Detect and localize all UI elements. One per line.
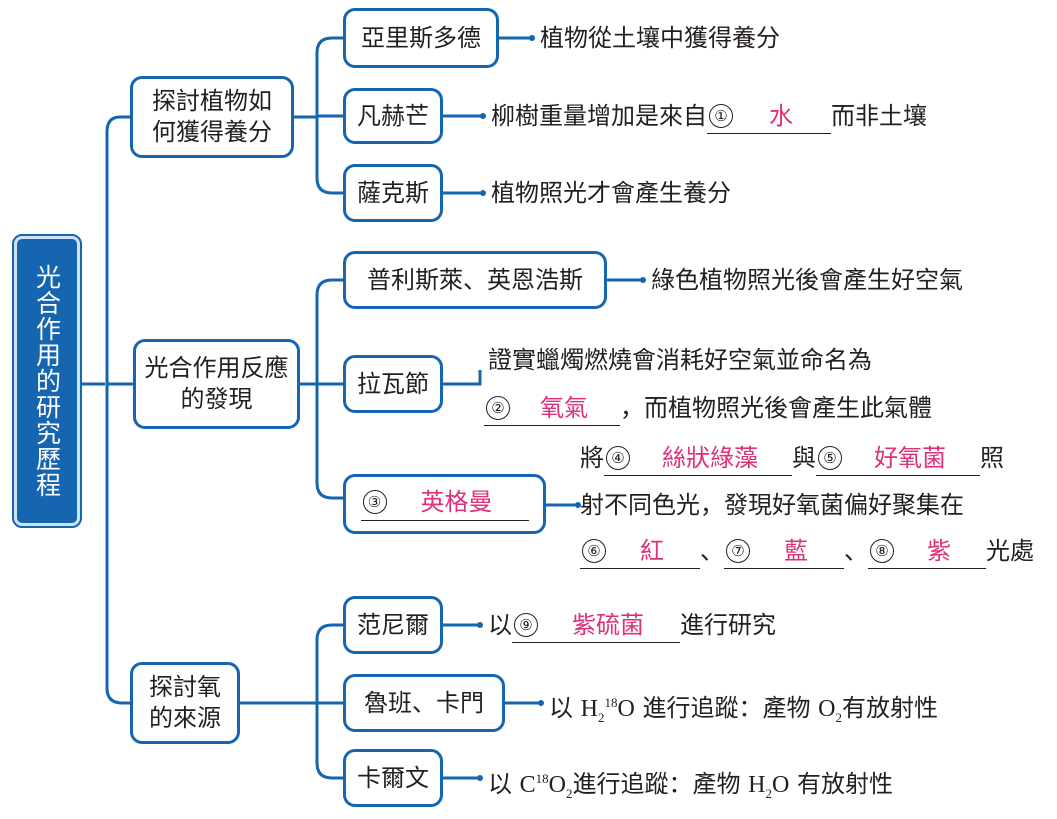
formula-co2-o18: C18O2 (519, 771, 573, 801)
scientist-node-van-niel: 范尼爾 (343, 596, 443, 654)
root-node: 光合作用的研究歷程 (12, 234, 82, 528)
scientist-node-aristotle: 亞里斯多德 (343, 8, 499, 68)
finding-text-ruben-kamen: 以 H218O 進行追蹤：產物 O2有放射性 (549, 694, 938, 725)
formula-oxygen: O2 (818, 696, 842, 725)
scientist-node-priestley-ingenhousz: 普利斯萊、英恩浩斯 (343, 251, 607, 309)
scientist-node-calvin: 卡爾文 (343, 749, 443, 807)
scientist-node-sachs: 薩克斯 (343, 164, 443, 222)
formula-water-o18: H218O (580, 695, 635, 725)
finding-text-priestley: 綠色植物照光後會產生好空氣 (651, 266, 963, 294)
finding-text-lavoisier-line1: 證實蠟燭燃燒會消耗好空氣並命名為 (488, 346, 872, 374)
finding-text-sachs: 植物照光才會產生養分 (491, 179, 731, 207)
scientist-node-lavoisier: 拉瓦節 (343, 355, 443, 413)
branch-node-oxygen-source: 探討氧的來源 (130, 662, 240, 744)
branch-node-nutrition: 探討植物如何獲得養分 (130, 76, 294, 158)
finding-text-engelmann-line2: 射不同色光，發現好氧菌偏好聚集在 (580, 491, 964, 519)
finding-text-calvin: 以 C18O2進行追蹤：產物 H2O 有放射性 (488, 770, 893, 801)
scientist-node-ruben-kamen: 魯班、卡門 (343, 674, 505, 732)
scientist-node-van-helmont: 凡赫芒 (343, 88, 443, 144)
branch-node-discovery: 光合作用反應的發現 (133, 339, 300, 429)
finding-text-aristotle: 植物從土壤中獲得養分 (540, 24, 780, 52)
formula-water: H2O (748, 772, 790, 801)
